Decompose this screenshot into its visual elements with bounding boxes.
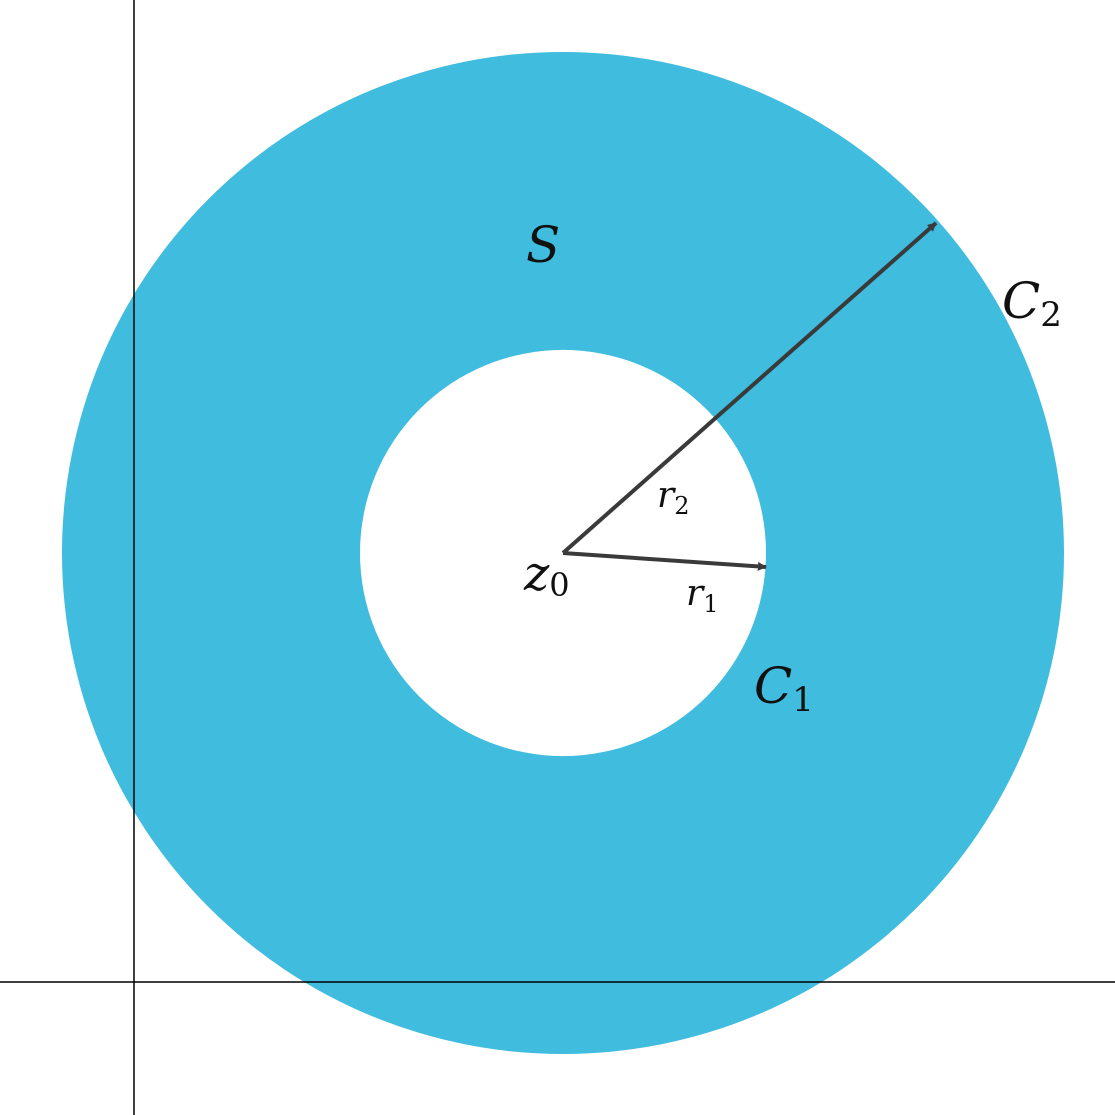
inner-radius-arrow <box>562 551 767 571</box>
annulus-region <box>62 52 1064 1054</box>
region-label: S <box>526 216 560 274</box>
inner-circle-label: C1 <box>754 657 814 720</box>
outer-circle-label: C2 <box>1002 272 1062 335</box>
center-label: z0 <box>523 546 570 604</box>
outer-radius-label: r2 <box>657 475 690 520</box>
inner-radius-label: r1 <box>686 573 719 618</box>
outer-radius-arrow <box>561 221 938 555</box>
